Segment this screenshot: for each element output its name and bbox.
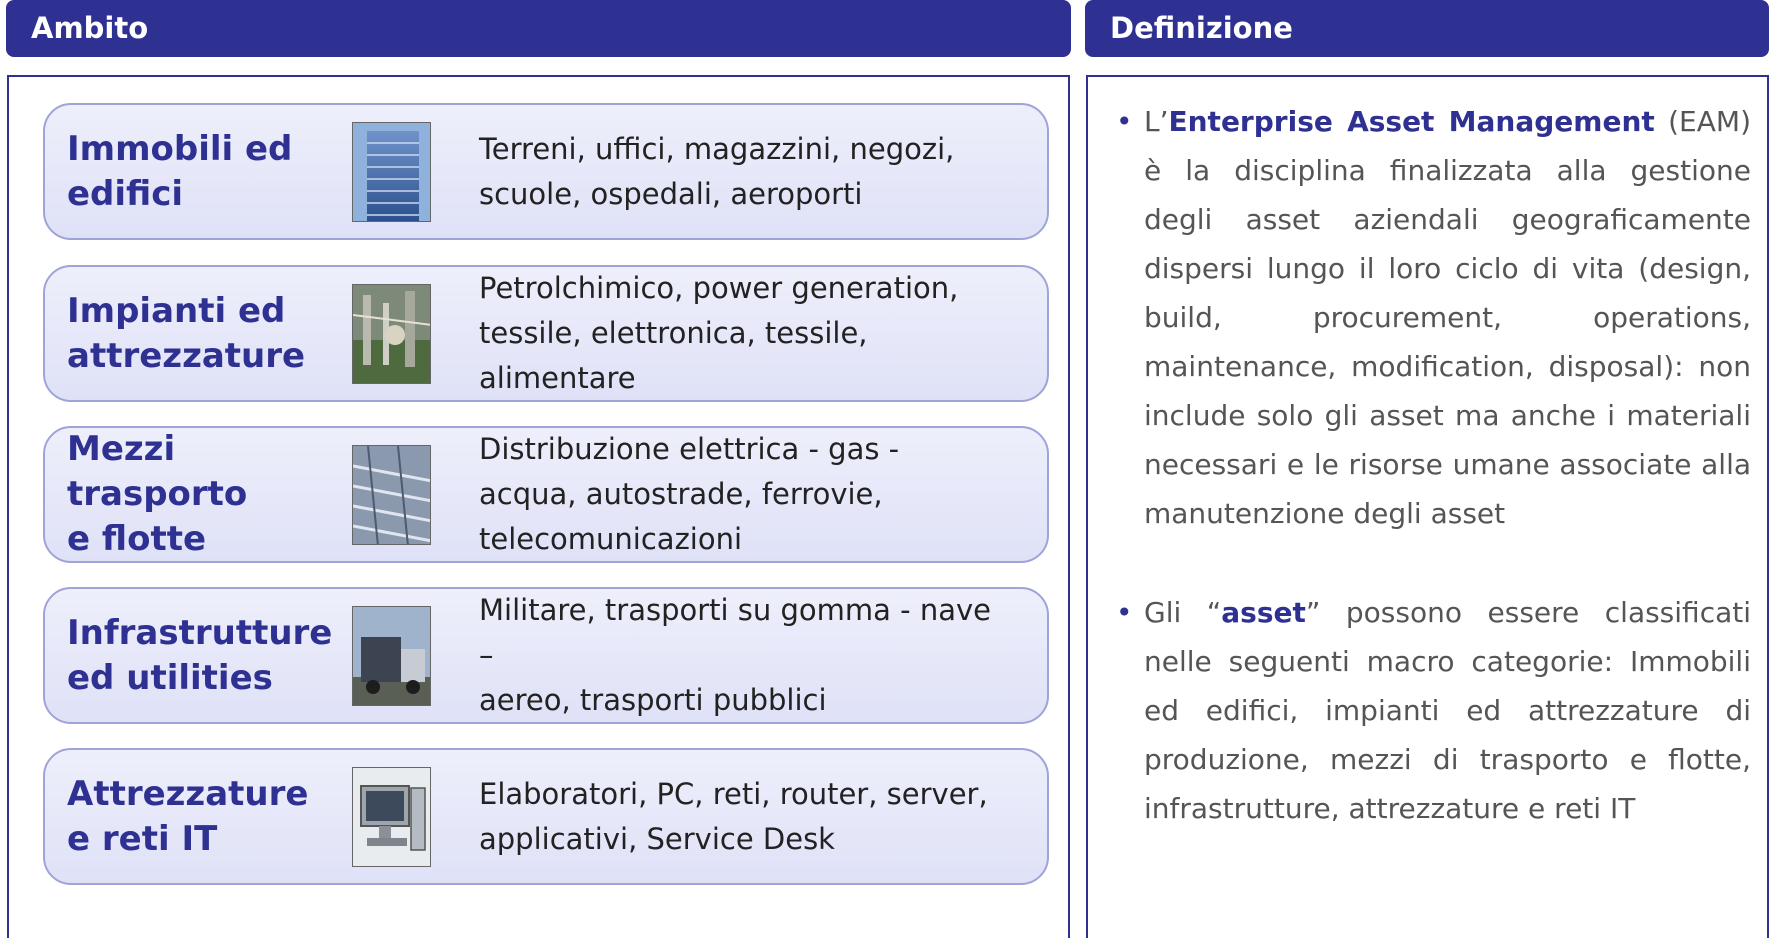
row-description-line: –	[479, 638, 494, 672]
computer-photo	[352, 767, 431, 867]
bullet-prefix: L’	[1144, 105, 1169, 138]
row-description-line: tessile, elettronica, tessile,	[479, 316, 868, 350]
asset-row-infrastrutture: Infrastrutture ed utilities Militare, tr…	[43, 587, 1049, 724]
bullet-text: (EAM) è la disciplina finalizzata alla g…	[1144, 105, 1751, 530]
row-description-line: aereo, trasporti pubblici	[479, 683, 827, 717]
row-title-line: Immobili ed	[67, 128, 293, 169]
row-title: Attrezzature e reti IT	[67, 750, 357, 883]
definition-bullet-eam: • L’Enterprise Asset Management (EAM) è …	[1102, 97, 1751, 538]
bullet-icon: •	[1116, 105, 1133, 138]
row-title-line: Infrastrutture	[67, 612, 333, 653]
ambito-panel: Immobili ed edifici T	[7, 75, 1070, 938]
row-description-line: telecomunicazioni	[479, 522, 743, 556]
definition-bullet-asset: • Gli “asset” possono essere classificat…	[1102, 588, 1751, 833]
row-description-line: Terreni, uffici, magazzini, negozi,	[479, 131, 955, 166]
row-title-line: edifici	[67, 173, 184, 214]
row-title: Infrastrutture ed utilities	[67, 589, 357, 722]
bullet-emphasis: Enterprise Asset Management	[1168, 105, 1655, 138]
ambito-header: Ambito	[6, 0, 1071, 57]
row-title-line: e reti IT	[67, 818, 218, 859]
row-title-line: e flotte	[67, 519, 207, 559]
row-description-line: acqua, autostrade, ferrovie,	[479, 477, 883, 511]
row-title: Mezzi trasporto e flotte	[67, 428, 357, 561]
row-description: Terreni, uffici, magazzini, negozi, scuo…	[479, 105, 1027, 238]
row-description-line: Elaboratori, PC, reti, router, server,	[479, 776, 988, 811]
row-title-line: Impianti ed	[67, 290, 286, 331]
asset-row-it: Attrezzature e reti IT Elaboratori, PC, …	[43, 748, 1049, 885]
building-photo	[352, 122, 431, 222]
row-title-line: Attrezzature	[67, 773, 309, 814]
truck-photo	[352, 606, 431, 706]
row-description: Distribuzione elettrica - gas - acqua, a…	[479, 428, 1027, 561]
row-title-line: Mezzi trasporto	[67, 429, 248, 514]
row-description: Petrolchimico, power generation, tessile…	[479, 267, 1027, 400]
row-title-line: ed utilities	[67, 657, 273, 698]
row-description: Elaboratori, PC, reti, router, server, a…	[479, 750, 1027, 883]
plant-photo	[352, 284, 431, 384]
asset-row-immobili: Immobili ed edifici T	[43, 103, 1049, 240]
infrastructure-photo	[352, 445, 431, 545]
row-description: Militare, trasporti su gomma - nave – ae…	[479, 589, 1027, 722]
asset-row-impianti: Impianti ed attrezzature Petrolchimico, …	[43, 265, 1049, 402]
row-title-line: attrezzature	[67, 335, 306, 376]
bullet-text: ” possono essere classificati nelle segu…	[1144, 596, 1751, 825]
definizione-panel: • L’Enterprise Asset Management (EAM) è …	[1086, 75, 1769, 938]
row-description-line: Militare, trasporti su gomma - nave	[479, 593, 991, 627]
row-description-line: alimentare	[479, 361, 636, 395]
bullet-icon: •	[1116, 596, 1133, 629]
definizione-header: Definizione	[1085, 0, 1769, 57]
bullet-prefix: Gli “	[1144, 596, 1222, 629]
definition-list: • L’Enterprise Asset Management (EAM) è …	[1102, 97, 1751, 833]
row-description-line: applicativi, Service Desk	[479, 821, 835, 856]
row-title: Immobili ed edifici	[67, 105, 357, 238]
asset-row-mezzi: Mezzi trasporto e flotte Distribuzione e…	[43, 426, 1049, 563]
row-description-line: scuole, ospedali, aeroporti	[479, 176, 863, 211]
row-description-line: Petrolchimico, power generation,	[479, 271, 959, 305]
row-description-line: Distribuzione elettrica - gas -	[479, 432, 900, 466]
row-title: Impianti ed attrezzature	[67, 267, 357, 400]
bullet-emphasis: asset	[1221, 596, 1306, 629]
